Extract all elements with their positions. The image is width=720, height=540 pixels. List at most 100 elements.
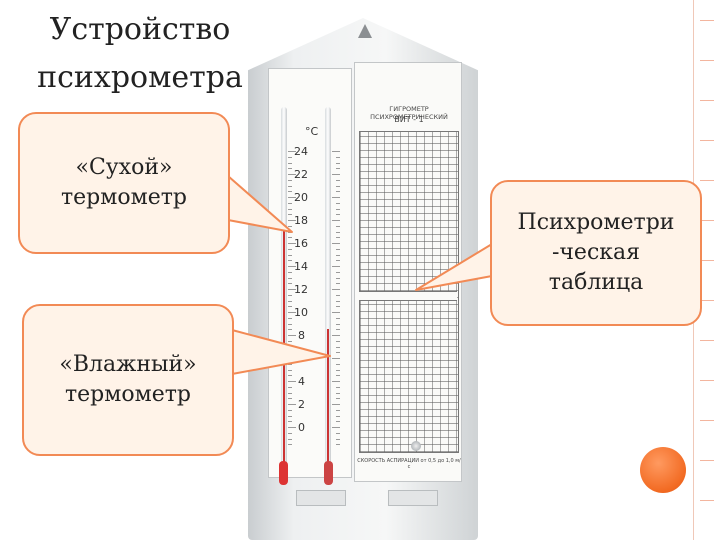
- scale-tick: [336, 202, 340, 204]
- scale-number: 2: [298, 398, 305, 411]
- scale-number: 22: [294, 168, 308, 181]
- scale-tick: [332, 266, 340, 267]
- scale-tick: [288, 421, 292, 423]
- scale-tick: [336, 444, 340, 446]
- scale-tick: [336, 168, 340, 170]
- scale-tick: [288, 294, 292, 296]
- scale-tick: [336, 369, 340, 371]
- scale-tick: [288, 185, 292, 187]
- scale-tick: [288, 404, 296, 405]
- callout-wet-text: «Влажный» термометр: [59, 352, 197, 407]
- scale-tick: [288, 214, 292, 216]
- scale-tick: [332, 243, 340, 244]
- scale-number: 20: [294, 191, 308, 204]
- scale-tick: [288, 306, 292, 308]
- scale-tick: [288, 398, 292, 400]
- scale-tick: [288, 438, 292, 440]
- scale-tick: [336, 283, 340, 285]
- scale-tick: [336, 214, 340, 216]
- scale-tick: [288, 386, 292, 388]
- scale-tick: [336, 254, 340, 256]
- callout-table-text: Психрометри -ческая таблица: [517, 210, 675, 295]
- scale-tick: [332, 335, 340, 336]
- thermometer-scale-panel: °C 242220181614121086420: [268, 68, 352, 485]
- scale-tick: [336, 438, 340, 440]
- hanging-hole: [358, 24, 372, 38]
- scale-number: 8: [298, 329, 305, 342]
- scale-number: 4: [298, 375, 305, 388]
- scale-tick: [336, 409, 340, 411]
- psychrometric-table-panel: ГИГРОМЕТР ПСИХРОМЕТРИЧЕСКИЙ ВИТ - 1 СКОР…: [354, 62, 462, 482]
- scale-tick: [336, 392, 340, 394]
- scale-tick: [288, 151, 296, 152]
- scale-tick: [288, 225, 292, 227]
- table-callout-pointer: [415, 243, 493, 291]
- scale-tick: [288, 237, 292, 239]
- scale-tick: [288, 248, 292, 250]
- scale-tick: [288, 191, 292, 193]
- scale-tick: [288, 197, 296, 198]
- scale-tick: [288, 369, 292, 371]
- scale-tick: [288, 375, 292, 377]
- scale-tick: [288, 427, 296, 428]
- scale-tick: [288, 208, 292, 210]
- scale-tick: [288, 381, 296, 382]
- scale-tick: [336, 260, 340, 262]
- scale-tick: [288, 243, 296, 244]
- scale-tick: [336, 248, 340, 250]
- callout-dry-thermometer: «Сухой» термометр: [18, 112, 230, 254]
- slide-title: Устройство психрометра: [37, 12, 243, 95]
- scale-tick: [288, 300, 292, 302]
- table-model: ВИТ - 1: [394, 115, 424, 124]
- scale-tick: [288, 340, 292, 342]
- scale-tick: [332, 404, 340, 405]
- table-knob: [411, 441, 421, 451]
- scale-tick: [288, 312, 296, 313]
- scale-tick: [332, 381, 340, 382]
- scale-tick: [288, 283, 292, 285]
- scale-number: 24: [294, 145, 308, 158]
- scale-tick: [336, 208, 340, 210]
- wet-callout-pointer: [231, 329, 331, 375]
- scale-tick: [288, 202, 292, 204]
- scale-number: 0: [298, 421, 305, 434]
- scale-tick: [336, 398, 340, 400]
- wet-thermometer-column: [327, 329, 329, 465]
- scale-tick: [288, 444, 292, 446]
- scale-tick: [336, 432, 340, 434]
- scale-tick: [336, 317, 340, 319]
- scale-tick: [336, 363, 340, 365]
- scale-tick: [332, 174, 340, 175]
- scale-tick: [336, 300, 340, 302]
- scale-tick: [288, 266, 296, 267]
- scale-number: 18: [294, 214, 308, 227]
- scale-tick: [332, 197, 340, 198]
- scale-tick: [336, 306, 340, 308]
- scale-tick: [336, 421, 340, 423]
- scale-tick: [336, 225, 340, 227]
- scale-tick: [288, 220, 296, 221]
- scale-tick: [332, 427, 340, 428]
- scale-tick: [288, 317, 292, 319]
- table-footer: СКОРОСТЬ АСПИРАЦИИ от 0,5 до 1,0 м/с: [357, 458, 461, 470]
- scale-tick: [336, 346, 340, 348]
- scale-tick: [288, 162, 292, 164]
- scale-number: 16: [294, 237, 308, 250]
- scale-tick: [288, 156, 292, 158]
- dry-thermometer-bulb: [279, 461, 288, 485]
- scale-tick: [336, 271, 340, 273]
- scale-tick: [336, 185, 340, 187]
- scale-tick: [332, 151, 340, 152]
- scale-tick: [288, 335, 296, 336]
- scale-tick: [332, 220, 340, 221]
- scale-tick: [336, 340, 340, 342]
- dry-callout-pointer: [227, 175, 293, 233]
- callout-dry-text: «Сухой» термометр: [60, 155, 188, 210]
- scale-tick: [336, 294, 340, 296]
- callout-wet-thermometer: «Влажный» термометр: [22, 304, 234, 456]
- scale-tick: [336, 191, 340, 193]
- scale-tick: [288, 329, 292, 331]
- table-title: ГИГРОМЕТР ПСИХРОМЕТРИЧЕСКИЙ: [370, 105, 448, 121]
- decorative-circle: [640, 447, 686, 493]
